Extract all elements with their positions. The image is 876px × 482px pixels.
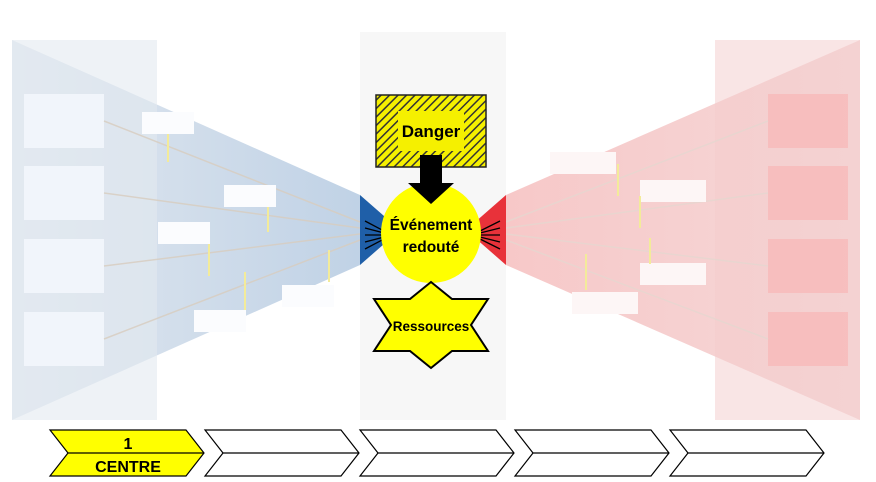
left-barrier-label bbox=[142, 112, 194, 134]
step-chevron-4[interactable] bbox=[513, 429, 670, 477]
left-cause-box bbox=[24, 239, 104, 293]
danger-label: Danger bbox=[402, 122, 461, 141]
left-barrier-label bbox=[158, 222, 210, 244]
right-consequence-box bbox=[768, 94, 848, 148]
step-1-number: 1 bbox=[124, 436, 133, 453]
step-chevron-5[interactable] bbox=[668, 429, 825, 477]
danger-box[interactable]: Danger bbox=[375, 94, 487, 168]
step-chevron-2[interactable] bbox=[203, 429, 360, 477]
converging-arrows-left bbox=[364, 220, 385, 250]
step-chevron-1[interactable]: 1 CENTRE bbox=[48, 429, 205, 477]
right-barrier-label bbox=[572, 292, 638, 314]
event-label-line1: Événement bbox=[390, 217, 473, 234]
left-cause-box bbox=[24, 312, 104, 366]
right-barrier-label bbox=[550, 152, 616, 174]
right-barrier-label bbox=[640, 180, 706, 202]
left-wing-tip bbox=[360, 195, 400, 265]
left-wing-faded bbox=[12, 40, 361, 420]
left-cause-box bbox=[24, 94, 104, 148]
step-navigation: 1 CENTRE bbox=[48, 429, 825, 477]
right-consequence-box bbox=[768, 239, 848, 293]
resources-star[interactable]: Ressources bbox=[372, 280, 490, 370]
right-consequence-box bbox=[768, 312, 848, 366]
feared-event-circle[interactable]: Événement redouté bbox=[381, 183, 481, 283]
left-barrier-label bbox=[194, 310, 246, 332]
event-label-line2: redouté bbox=[403, 239, 460, 256]
left-cause-box bbox=[24, 166, 104, 220]
left-barrier-label bbox=[224, 185, 276, 207]
right-wing-faded bbox=[505, 40, 860, 420]
right-barrier-label bbox=[640, 263, 706, 285]
down-arrow-icon bbox=[408, 155, 454, 204]
step-chevron-3[interactable] bbox=[358, 429, 515, 477]
left-barrier-label bbox=[282, 285, 334, 307]
right-consequence-box bbox=[768, 166, 848, 220]
converging-arrows-right bbox=[479, 220, 501, 250]
step-1-label: CENTRE bbox=[95, 459, 161, 476]
resources-label: Ressources bbox=[393, 319, 470, 334]
